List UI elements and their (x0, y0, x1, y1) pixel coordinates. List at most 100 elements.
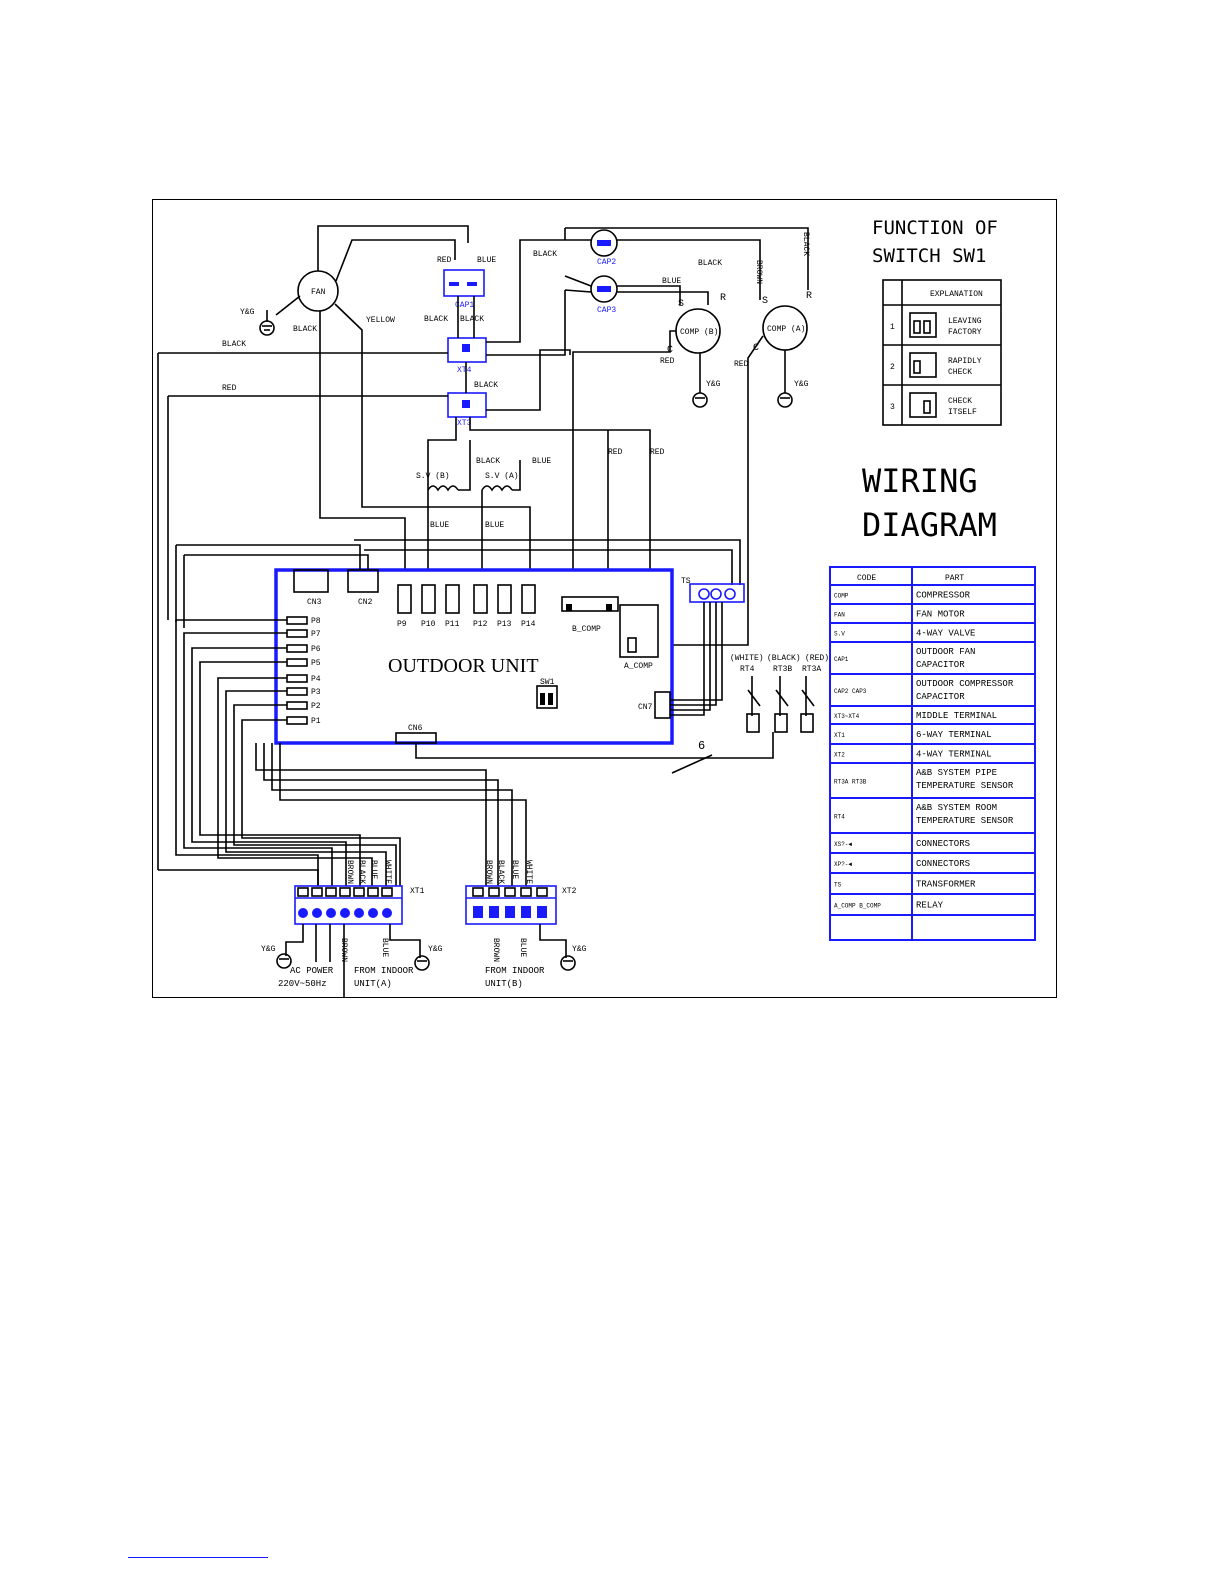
relay-pin-p11: P11 (445, 584, 460, 629)
label-black-main: BLACK (222, 340, 246, 349)
left-pin-label: P6 (311, 645, 321, 654)
dip-switch-icon (909, 392, 937, 418)
wire-bundle (158, 619, 527, 886)
terminal-screw (521, 906, 531, 918)
terminal-screw (312, 908, 322, 918)
label-yg-ac: Y&G (261, 945, 276, 954)
svg-text:CN2: CN2 (358, 598, 373, 607)
svg-text:CODE: CODE (857, 574, 876, 583)
svg-text:BROWN: BROWN (491, 938, 500, 962)
legend-part: OUTDOOR FAN (916, 647, 975, 657)
svg-text:CN6: CN6 (408, 724, 423, 733)
xt2-terminal: XT2 (465, 885, 577, 925)
bundle-wire (191, 647, 347, 886)
legend-part: TEMPERATURE SENSOR (916, 781, 1014, 791)
diagram-frame (152, 199, 1057, 998)
relay-pin-p12: P12 (473, 584, 488, 629)
xt1-terminal: XT1 (294, 885, 425, 925)
label-blue-capb: BLUE (662, 277, 681, 286)
svg-text:S: S (678, 299, 684, 310)
relay-pin-p9: P9 (397, 584, 412, 629)
label-yg-fan: Y&G (240, 308, 255, 317)
left-pin-label: P7 (311, 630, 321, 639)
ground-icon-b (560, 955, 576, 971)
legend-code: RT3A RT3B (834, 779, 867, 786)
bundle-wire (271, 743, 513, 886)
label-yg-a: Y&G (428, 945, 443, 954)
sw1-row-text: RAPIDLY (948, 357, 982, 366)
label-red-sv1: RED (608, 448, 623, 457)
xt1-terminal-cells (297, 887, 393, 918)
label-blue-sv: BLUE (532, 457, 551, 466)
terminal-slot (339, 887, 351, 897)
label-from-a-1: FROM INDOOR (354, 966, 414, 976)
svg-text:A_COMP: A_COMP (624, 662, 653, 671)
svg-text:C: C (753, 343, 759, 354)
svg-text:BROWN: BROWN (345, 860, 354, 884)
legend-code: A_COMP B_COMP (834, 903, 881, 910)
cn3-connector: CN3 (293, 569, 329, 607)
comp-b: COMP (B) S R C (667, 293, 726, 356)
legend-part: 4-WAY VALVE (916, 629, 975, 639)
svg-text:R: R (806, 291, 812, 302)
svg-text:BLACK: BLACK (357, 860, 366, 884)
svg-text:COMP (B): COMP (B) (680, 328, 718, 337)
sw1-row-text: CHECK (948, 368, 972, 377)
legend-code: XT3~XT4 (834, 713, 860, 720)
ground-icon-ac (276, 953, 292, 969)
label-blue-p10: BLUE (430, 521, 449, 530)
svg-text:S.V (A): S.V (A) (485, 472, 519, 481)
cap1: CAP1 (443, 269, 485, 310)
terminal-slot (367, 887, 379, 897)
terminal-screw (473, 906, 483, 918)
bundle-wire (217, 677, 373, 886)
legend-code: XS?-◄ (834, 841, 852, 848)
terminal-screw (537, 906, 547, 918)
svg-text:BLACK: BLACK (496, 860, 505, 884)
fan-ground-icon (259, 310, 275, 336)
label-red-cap1: RED (437, 256, 452, 265)
label-ac-spec: 220V~50Hz (278, 979, 327, 989)
title-line2: DIAGRAM (862, 506, 997, 544)
label-ac-power: AC POWER (290, 966, 334, 976)
terminal-screw (382, 908, 392, 918)
svg-text:BLUE: BLUE (380, 938, 389, 957)
sw1-row-number: 3 (890, 403, 895, 412)
svg-text:PART: PART (945, 574, 964, 583)
svg-text:RT3B: RT3B (773, 665, 792, 674)
xt4-terminal: XT4 (447, 337, 487, 375)
relay-pin-p10: P10 (421, 584, 436, 629)
terminal-slot (536, 887, 548, 897)
legend-part: CONNECTORS (916, 859, 970, 869)
label-black-sv: BLACK (476, 457, 500, 466)
svg-text:XT1: XT1 (410, 887, 425, 896)
label-blue-p12: BLUE (485, 521, 504, 530)
legend-code: FAN (834, 612, 845, 619)
svg-text:CAP3: CAP3 (597, 306, 616, 315)
label-black-xt3: BLACK (474, 381, 498, 390)
xt2-wire-labels: BROWN BLACK BLUE WHITE (484, 860, 533, 884)
temperature-sensors: (WHITE) (BLACK) (RED) RT4 RT3B RT3A (730, 654, 829, 733)
svg-text:S: S (762, 296, 768, 307)
sw1-row-text: LEAVING (948, 317, 982, 326)
svg-text:RT3A: RT3A (802, 665, 821, 674)
terminal-screw (489, 906, 499, 918)
legend-code: RT4 (834, 814, 845, 821)
left-pin-label: P5 (311, 659, 321, 668)
legend-part: MIDDLE TERMINAL (916, 711, 997, 721)
sw1-title-line2: SWITCH SW1 (872, 245, 986, 267)
svg-text:B_COMP: B_COMP (572, 625, 601, 634)
xt3-terminal: XT3 (447, 392, 487, 428)
svg-text:R: R (720, 293, 726, 304)
legend-part: CONNECTORS (916, 839, 970, 849)
label-red-main: RED (222, 384, 237, 393)
label-six: 6 (698, 739, 705, 753)
svg-text:CAP1: CAP1 (455, 301, 474, 310)
label-black-capb: BLACK (698, 259, 722, 268)
